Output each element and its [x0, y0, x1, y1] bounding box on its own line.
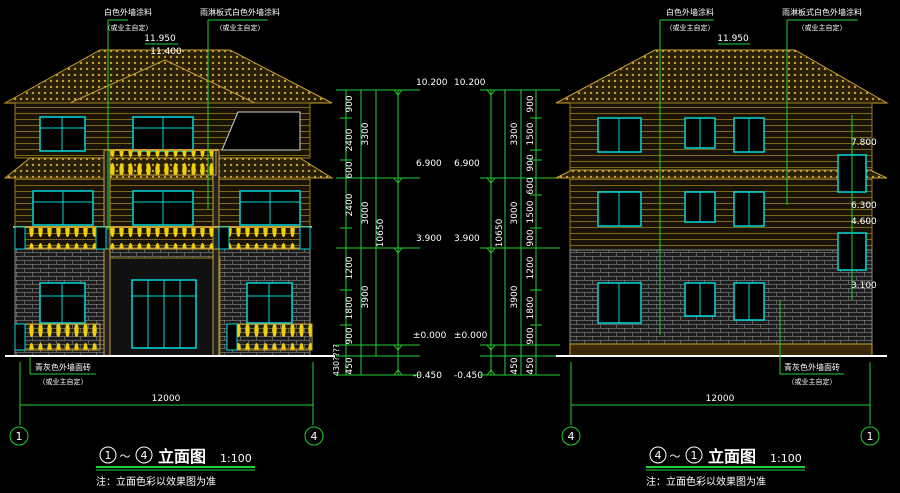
level-l1-right: 10.200	[454, 78, 486, 88]
dim-right-fine-0: 900	[526, 95, 536, 112]
dim-right-fine-4: 1500	[526, 200, 536, 223]
dim-right-extra-450: 450	[510, 357, 520, 374]
dim-left-fine-3: 2400	[345, 193, 355, 216]
right-title-from: 4	[655, 449, 662, 462]
right-note-bottom-sub: （或业主自定）	[788, 377, 837, 386]
right-level-c: 4.600	[851, 217, 877, 227]
left-note-top-2: 雨淋板式白色外墙涂料	[200, 7, 280, 17]
dim-right-mid-1: 3000	[510, 201, 520, 224]
dim-left-fine-5: 1800	[345, 296, 355, 319]
left-column-1	[103, 149, 111, 357]
right-note-top-1-sub: （或业主自定）	[666, 23, 715, 32]
level-l4-left: ±0.000	[413, 331, 447, 341]
right-level-d: 3.100	[851, 281, 877, 291]
right-axis-label-1: 1	[867, 430, 874, 443]
right-title: 立面图	[708, 447, 756, 466]
right-width-dim: 12000	[706, 394, 735, 404]
dim-right-fine-9: 450	[526, 357, 536, 374]
left-ground-railing	[14, 323, 313, 351]
level-l2-right: 6.900	[454, 159, 480, 169]
right-note-top-1: 白色外墙涂料	[666, 7, 714, 17]
dim-left-fine-0: 900	[345, 95, 355, 112]
left-title-to: 4	[141, 449, 148, 462]
right-scale: 1:100	[770, 452, 802, 465]
dim-left-total: 10650	[376, 218, 386, 247]
right-note: 注：立面色彩以效果图为准	[646, 475, 766, 488]
left-note-bottom: 青灰色外墙面砖	[35, 362, 91, 372]
dim-right-mid-0: 3300	[510, 122, 520, 145]
dim-left-fine-6: 900	[345, 327, 355, 344]
left-third-floor-balcony	[108, 149, 218, 176]
left-note: 注：立面色彩以效果图为准	[96, 475, 216, 488]
right-top-roof	[555, 49, 889, 104]
dim-left-mid-0: 3300	[361, 122, 371, 145]
dim-right-total: 10650	[495, 218, 505, 247]
left-axis-bubble-1	[9, 426, 29, 446]
left-width-dim: 12000	[152, 394, 181, 404]
dim-right-fine-2: 900	[526, 154, 536, 171]
left-note-bottom-sub: （或业主自定）	[39, 377, 88, 386]
left-title: 立面图	[158, 447, 206, 466]
right-title-to: 1	[691, 449, 698, 462]
center-dimensions: 900 2400 600 2400 1200 1800 900 450 3300…	[332, 78, 560, 381]
right-level-a: 7.800	[851, 138, 877, 148]
left-second-floor-balcony	[13, 226, 312, 250]
level-l2-left: 6.900	[416, 159, 442, 169]
dim-right-fine-6: 1200	[526, 256, 536, 279]
left-ridge-elev-1: 11.950	[144, 34, 176, 44]
right-note-top-2-sub: （或业主自定）	[798, 23, 847, 32]
left-title-tilde: ～	[120, 450, 131, 463]
right-elevation: 白色外墙涂料 （或业主自定） 雨淋板式白色外墙涂料 （或业主自定） 11.950…	[555, 7, 889, 488]
level-l5-right: -0.450	[454, 371, 483, 381]
left-column-2	[212, 149, 220, 357]
dim-left-mid-1: 3000	[361, 201, 371, 224]
dim-right-mid-2: 3900	[510, 285, 520, 308]
right-plinth	[569, 343, 873, 357]
left-axis-bubble-4	[304, 426, 324, 446]
right-axis-bubble-1	[860, 426, 880, 446]
dim-left-mid-2: 3900	[361, 285, 371, 308]
right-note-bottom: 青灰色外墙面砖	[784, 362, 840, 372]
left-note-top-1: 白色外墙涂料	[104, 7, 152, 17]
left-elevation: 白色外墙涂料 （或业主自定） 雨淋板式白色外墙涂料 （或业主自定） 11.950…	[3, 7, 335, 488]
level-l3-left: 3.900	[416, 234, 442, 244]
dim-left-fine-2: 600	[345, 161, 355, 178]
left-scale: 1:100	[220, 452, 252, 465]
dim-left-fine-7: 450	[345, 357, 355, 374]
right-title-tilde: ～	[670, 450, 681, 463]
dim-right-fine-5: 900	[526, 229, 536, 246]
level-l1-left: 10.200	[416, 78, 448, 88]
dim-left-extra: 430????	[332, 344, 341, 376]
left-ridge-elev-2: 11.400	[150, 47, 182, 57]
left-axis-label-1: 1	[16, 430, 23, 443]
left-roof-terrace	[221, 111, 301, 151]
dim-right-fine-1: 1500	[526, 122, 536, 145]
dim-left-fine-1: 2400	[345, 128, 355, 151]
level-l3-right: 3.900	[454, 234, 480, 244]
level-l5-left: -0.450	[413, 371, 442, 381]
dim-left-fine-4: 1200	[345, 256, 355, 279]
dim-right-fine-3: 600	[526, 177, 536, 194]
right-note-top-2: 雨淋板式白色外墙涂料	[782, 7, 862, 17]
left-axis-label-4: 4	[311, 430, 318, 443]
left-note-top-2-sub: （或业主自定）	[216, 23, 265, 32]
right-axis-label-4: 4	[568, 430, 575, 443]
level-l4-right: ±0.000	[454, 331, 488, 341]
left-title-from: 1	[105, 449, 112, 462]
right-ridge-elev: 11.950	[717, 34, 749, 44]
dim-right-fine-8: 900	[526, 327, 536, 344]
dim-right-fine-7: 1800	[526, 296, 536, 319]
right-axis-bubble-4	[561, 426, 581, 446]
left-note-top-1-sub: （或业主自定）	[104, 23, 153, 32]
right-level-b: 6.300	[851, 201, 877, 211]
